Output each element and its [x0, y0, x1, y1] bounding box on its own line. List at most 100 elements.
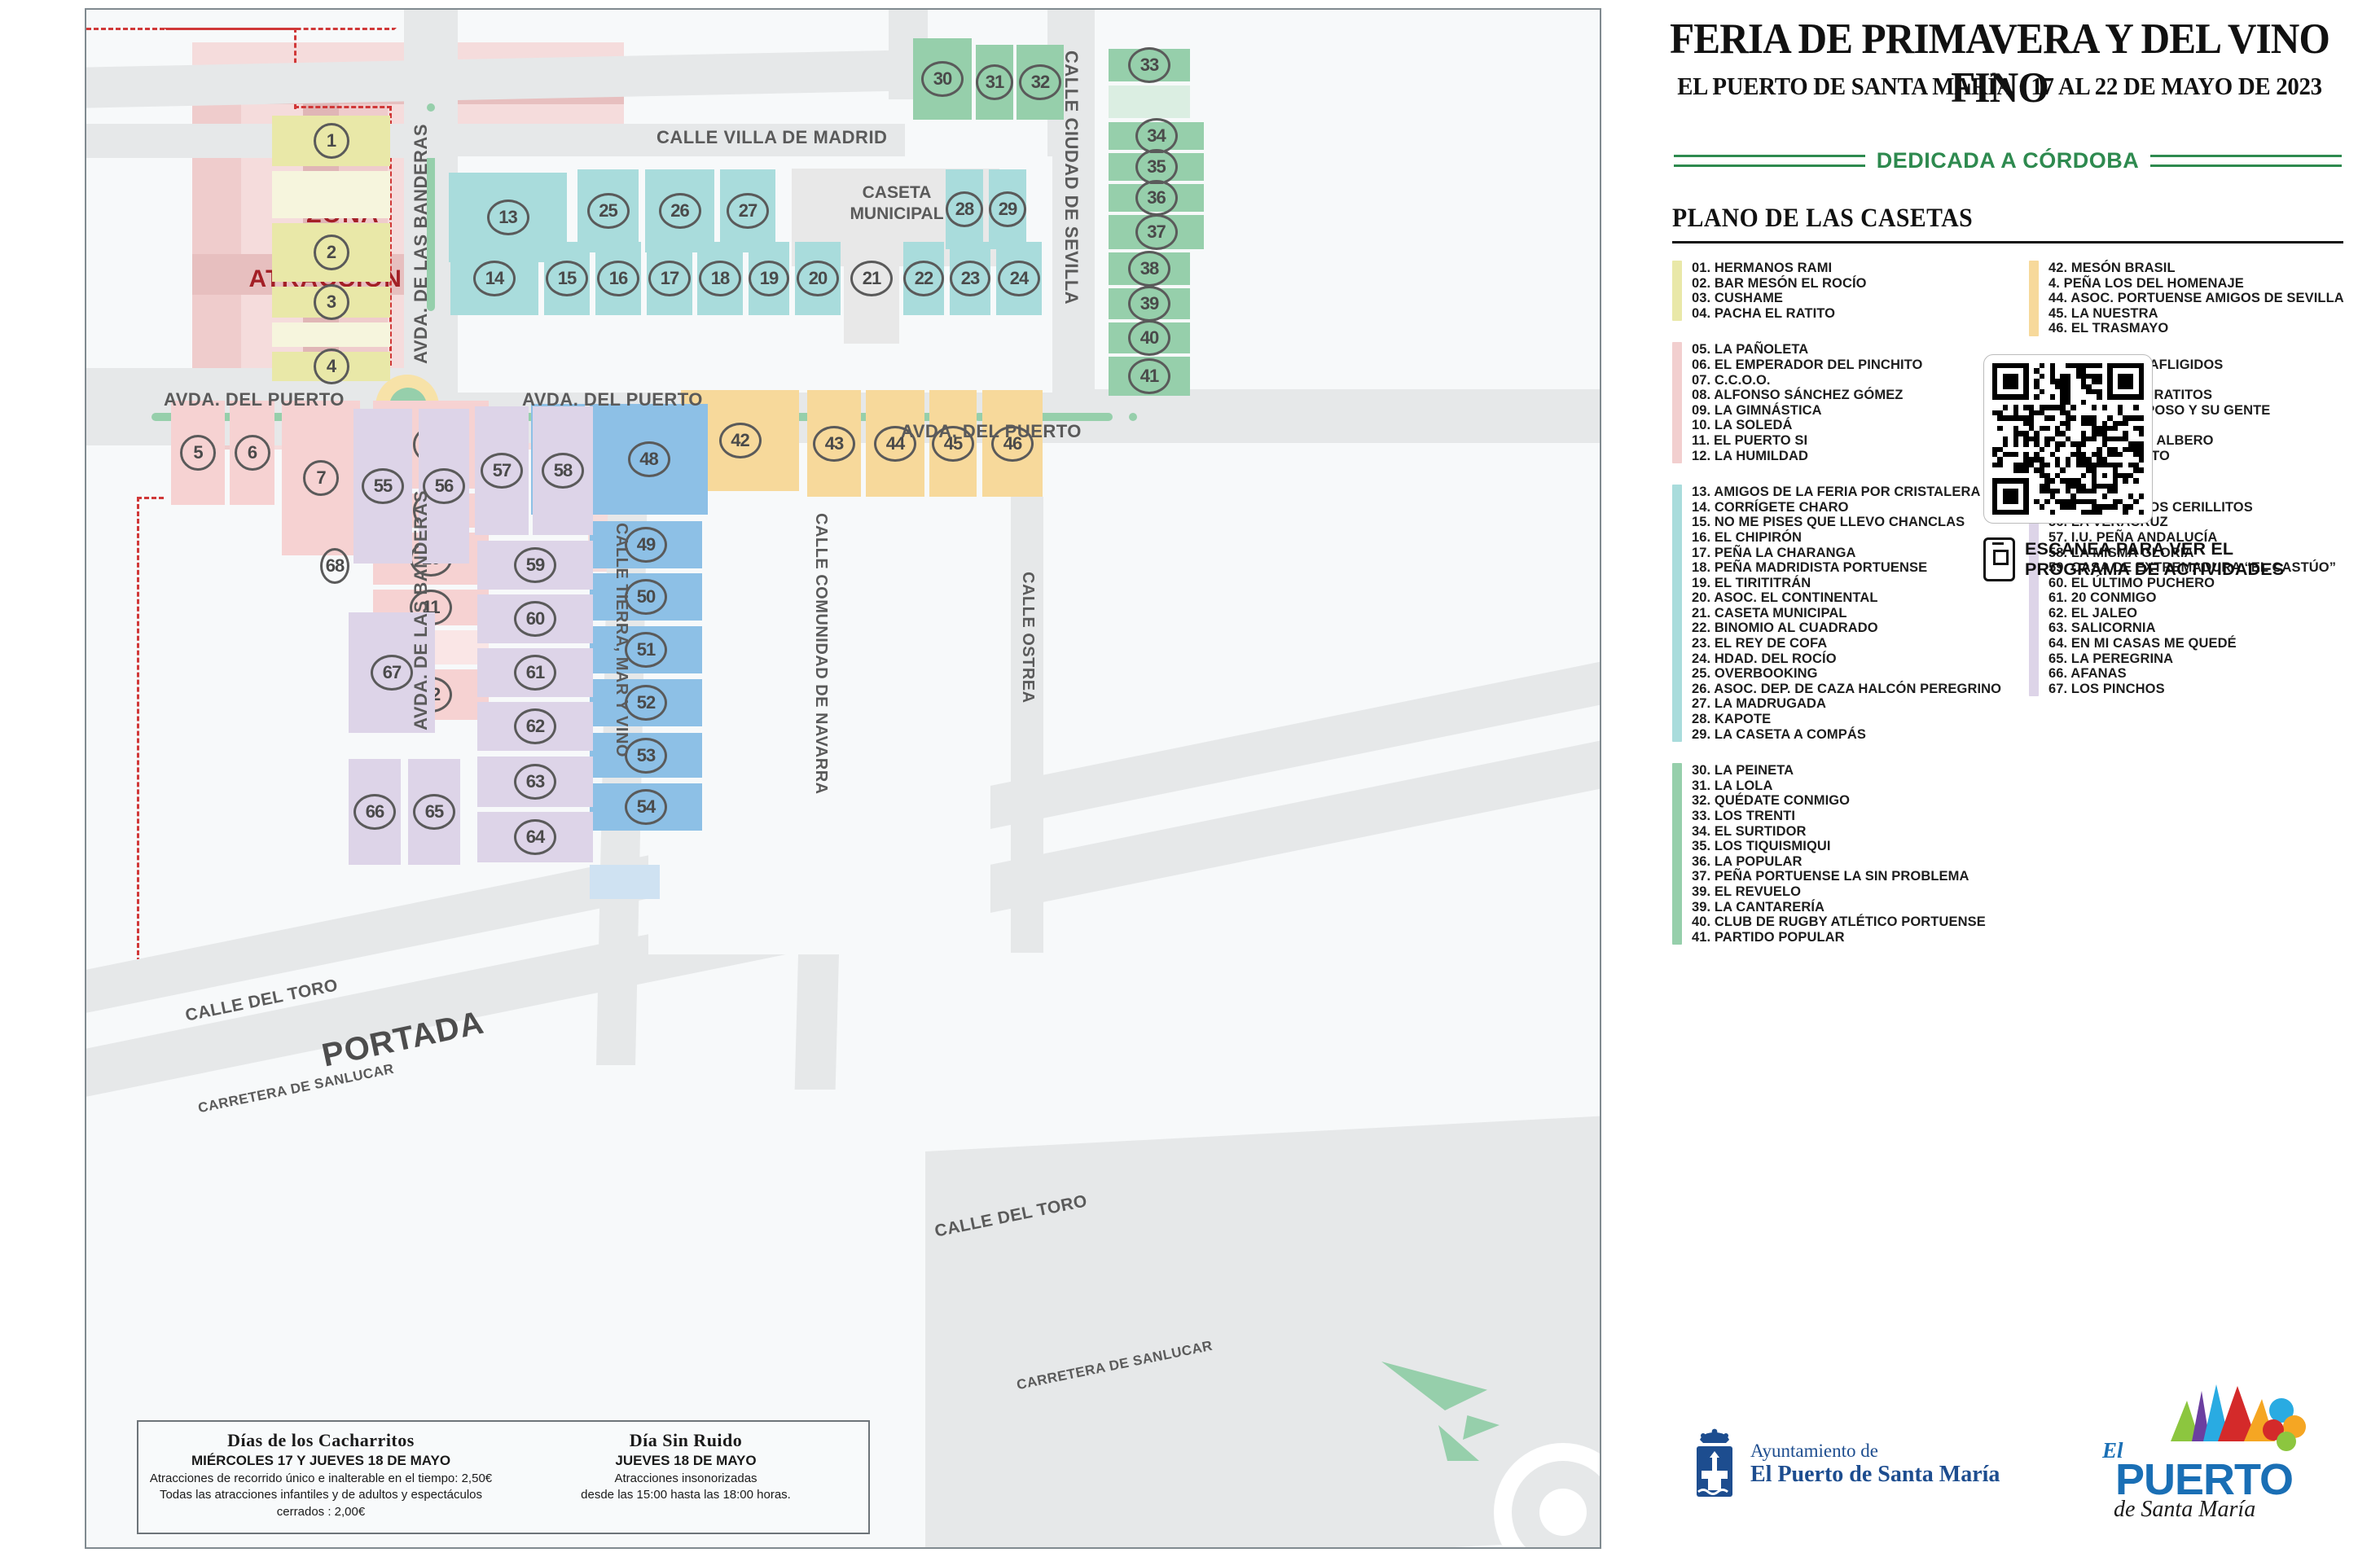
- caseta-plot-19[interactable]: 19: [749, 242, 789, 315]
- scan-cta[interactable]: ESCANEA PARA VER EL PROGRAMA DE ACTIVIDA…: [1983, 537, 2284, 581]
- legend-item[interactable]: 18. PEÑA MADRIDISTA PORTUENSE: [1692, 560, 1928, 576]
- caseta-plot-23[interactable]: 23: [950, 242, 990, 315]
- caseta-plot-27[interactable]: 27: [720, 169, 775, 252]
- caseta-plot-16[interactable]: 16: [595, 242, 641, 315]
- caseta-plot-55[interactable]: 55: [353, 409, 412, 564]
- caseta-plot-34[interactable]: 34: [1109, 118, 1204, 154]
- legend-item[interactable]: 15. NO ME PISES QUE LLEVO CHANCLAS: [1692, 515, 1965, 530]
- legend-item[interactable]: 63. SALICORNIA: [2048, 621, 2156, 636]
- caseta-plot-38[interactable]: 38: [1109, 251, 1190, 287]
- caseta-plot-6[interactable]: 6: [230, 401, 274, 505]
- caseta-plot-41[interactable]: 41: [1109, 357, 1190, 396]
- legend-item[interactable]: 59. CASA DE EXTREMADURA “EL CASTÚO”: [2048, 560, 2337, 576]
- legend-item[interactable]: 35. LOS TIQUISMIQUI: [1692, 839, 1831, 854]
- caseta-plot-24[interactable]: 24: [996, 242, 1042, 315]
- caseta-plot-50[interactable]: 50: [590, 573, 702, 621]
- legend-item[interactable]: 37. PEÑA PORTUENSE LA SIN PROBLEMA: [1692, 869, 1969, 884]
- caseta-plot-empty[interactable]: [590, 865, 660, 899]
- legend-item[interactable]: 62. EL JALEO: [2048, 605, 2138, 621]
- caseta-plot-1[interactable]: 1: [272, 116, 390, 166]
- caseta-plot-36[interactable]: 36: [1109, 180, 1204, 216]
- caseta-plot-51[interactable]: 51: [590, 626, 702, 673]
- caseta-plot-5[interactable]: 5: [171, 401, 225, 505]
- legend-item[interactable]: 29. LA CASETA A COMPÁS: [1692, 726, 1866, 742]
- legend-item[interactable]: 24. HDAD. DEL ROCÍO: [1692, 651, 1837, 666]
- legend-item[interactable]: 01. HERMANOS RAMI: [1692, 261, 1833, 275]
- caseta-plot-67[interactable]: 67: [349, 612, 435, 733]
- legend-item[interactable]: 64. EN MI CASAS ME QUEDÉ: [2048, 636, 2237, 651]
- legend-item[interactable]: 17. PEÑA LA CHARANGA: [1692, 545, 1856, 560]
- caseta-plot-31[interactable]: 31: [976, 45, 1013, 120]
- caseta-plot-64[interactable]: 64: [477, 812, 593, 862]
- legend-item[interactable]: 33. LOS TRENTI: [1692, 809, 1796, 823]
- caseta-plot-45[interactable]: 45: [929, 390, 977, 497]
- legend-item[interactable]: 58. LA MISMA GLORIA: [2048, 545, 2194, 560]
- caseta-plot-44[interactable]: 44: [866, 390, 924, 497]
- caseta-plot-14[interactable]: 14: [450, 242, 538, 315]
- legend-item[interactable]: 30. LA PEINETA: [1692, 763, 1794, 778]
- caseta-plot-68[interactable]: 68: [320, 548, 349, 584]
- legend-item[interactable]: 60. EL ÚLTIMO PUCHERO: [2048, 575, 2215, 590]
- caseta-plot-30[interactable]: 30: [913, 38, 972, 120]
- caseta-plot-58[interactable]: 58: [533, 406, 593, 535]
- legend-item[interactable]: 05. LA PAÑOLETA: [1692, 342, 1809, 357]
- caseta-plot-54[interactable]: 54: [590, 783, 702, 831]
- legend-item[interactable]: 44. ASOC. PORTUENSE AMIGOS DE SEVILLA: [2048, 291, 2344, 306]
- legend-item[interactable]: 39. LA CANTARERÍA: [1692, 899, 1825, 914]
- legend-item[interactable]: 03. CUSHAME: [1692, 291, 1784, 306]
- legend-item[interactable]: 09. LA GIMNÁSTICA: [1692, 402, 1822, 418]
- caseta-plot-61[interactable]: 61: [477, 648, 593, 697]
- caseta-plot-57[interactable]: 57: [475, 406, 529, 535]
- legend-item[interactable]: 27. LA MADRUGADA: [1692, 696, 1827, 712]
- legend-item[interactable]: 61. 20 CONMIGO: [2048, 590, 2157, 606]
- caseta-plot-39[interactable]: 39: [1109, 286, 1190, 322]
- legend-item[interactable]: 11. EL PUERTO SI: [1692, 432, 1808, 448]
- legend-item[interactable]: 32. QUÉDATE CONMIGO: [1692, 793, 1851, 809]
- legend-item[interactable]: 25. OVERBOOKING: [1692, 666, 1818, 682]
- legend-item[interactable]: 16. EL CHIPIRÓN: [1692, 529, 1803, 545]
- legend-item[interactable]: 12. LA HUMILDAD: [1692, 448, 1808, 463]
- legend-item[interactable]: 07. C.C.O.O.: [1692, 372, 1771, 388]
- caseta-plot-65[interactable]: 65: [408, 759, 460, 865]
- caseta-plot-66[interactable]: 66: [349, 759, 401, 865]
- legend-item[interactable]: 21. CASETA MUNICIPAL: [1692, 605, 1847, 621]
- legend-item[interactable]: 06. EL EMPERADOR DEL PINCHITO: [1692, 357, 1923, 372]
- legend-item[interactable]: 66. AFANAS: [2048, 666, 2127, 682]
- caseta-plot-3[interactable]: 3: [272, 284, 390, 320]
- caseta-plot-49[interactable]: 49: [590, 521, 702, 568]
- caseta-plot-48[interactable]: 48: [590, 404, 708, 515]
- caseta-plot-empty[interactable]: [1109, 86, 1190, 118]
- caseta-plot-25[interactable]: 25: [577, 169, 639, 252]
- caseta-plot-20[interactable]: 20: [795, 242, 841, 315]
- caseta-plot-35[interactable]: 35: [1109, 149, 1204, 185]
- legend-item[interactable]: 46. EL TRASMAYO: [2048, 321, 2169, 336]
- caseta-plot-26[interactable]: 26: [645, 169, 714, 252]
- legend-item[interactable]: 08. ALFONSO SÁNCHEZ GÓMEZ: [1692, 388, 1904, 403]
- qr-code[interactable]: [1983, 354, 2153, 524]
- legend-item[interactable]: 39. EL REVUELO: [1692, 884, 1802, 899]
- legend-item[interactable]: 28. KAPOTE: [1692, 712, 1772, 727]
- legend-item[interactable]: 4. PEÑA LOS DEL HOMENAJE: [2048, 275, 2244, 291]
- legend-item[interactable]: 22. BINOMIO AL CUADRADO: [1692, 621, 1878, 636]
- caseta-plot-56[interactable]: 56: [419, 409, 469, 564]
- legend-item[interactable]: 40. CLUB DE RUGBY ATLÉTICO PORTUENSE: [1692, 914, 1986, 930]
- caseta-plot-4[interactable]: 4: [272, 349, 390, 384]
- caseta-plot-53[interactable]: 53: [590, 733, 702, 778]
- legend-item[interactable]: 26. ASOC. DEP. DE CAZA HALCÓN PEREGRINO: [1692, 681, 2002, 696]
- legend-item[interactable]: 41. PARTIDO POPULAR: [1692, 929, 1845, 945]
- caseta-plot-28[interactable]: 28: [946, 169, 983, 249]
- legend-item[interactable]: 57. I.U. PEÑA ANDALUCÍA: [2048, 529, 2218, 545]
- legend-item[interactable]: 34. EL SURTIDOR: [1692, 823, 1807, 839]
- legend-item[interactable]: 65. LA PEREGRINA: [2048, 651, 2174, 666]
- legend-item[interactable]: 04. PACHA EL RATITO: [1692, 305, 1836, 321]
- legend-item[interactable]: 42. MESÓN BRASIL: [2048, 261, 2176, 275]
- caseta-plot-37[interactable]: 37: [1109, 214, 1204, 250]
- legend-item[interactable]: 36. LA POPULAR: [1692, 853, 1803, 869]
- caseta-plot-21[interactable]: 21: [844, 242, 899, 315]
- legend-item[interactable]: 13. AMIGOS DE LA FERIA POR CRISTALERA: [1692, 485, 1981, 500]
- legend-item[interactable]: 31. LA LOLA: [1692, 778, 1773, 793]
- caseta-plot-17[interactable]: 17: [647, 242, 692, 315]
- caseta-plot-46[interactable]: 46: [982, 390, 1043, 497]
- legend-item[interactable]: 20. ASOC. EL CONTINENTAL: [1692, 590, 1878, 606]
- caseta-plot-29[interactable]: 29: [989, 169, 1026, 249]
